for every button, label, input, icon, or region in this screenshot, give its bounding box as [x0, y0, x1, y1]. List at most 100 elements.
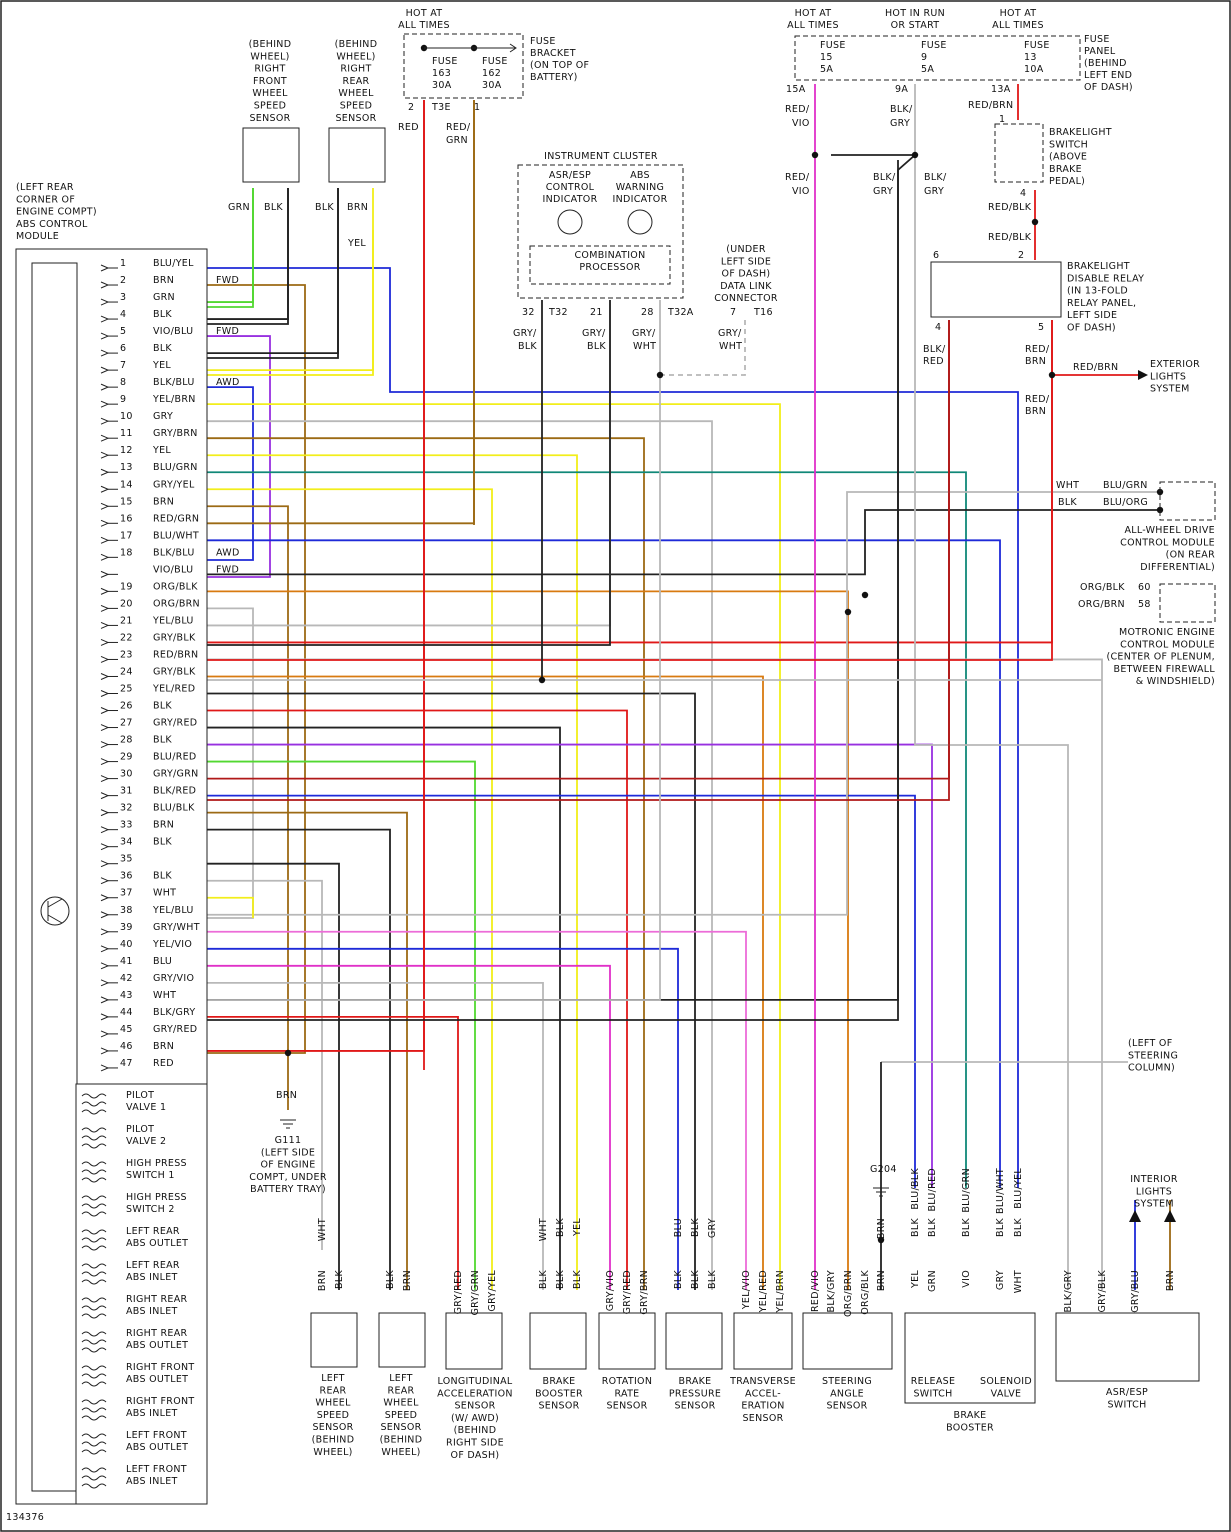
pin-number: 35 — [120, 854, 133, 865]
valve-label: VALVE 1 — [126, 1102, 166, 1113]
pin-number: 8 — [120, 377, 126, 388]
wire-label: BLK — [264, 202, 283, 213]
component-label: RATE — [615, 1388, 640, 1399]
wire-label: BLK — [690, 1270, 701, 1289]
awd-module-label: DIFFERENTIAL) — [1140, 562, 1215, 573]
valve-coil-icon — [81, 1093, 107, 1115]
pin-wire-color: BLU/WHT — [153, 530, 199, 541]
component-label: VALVE — [991, 1388, 1022, 1399]
pin-wire-color: YEL/BLU — [152, 615, 194, 626]
component-label: SENSOR — [312, 1422, 353, 1433]
pin-wire-color: BLK — [153, 871, 172, 882]
hot-label: HOT IN RUN — [885, 8, 945, 19]
pin-number: 34 — [120, 837, 133, 848]
component-label: RIGHT SIDE — [446, 1438, 504, 1449]
valve-label: VALVE 2 — [126, 1136, 166, 1147]
awd-module-label: (ON REAR — [1166, 550, 1216, 561]
component-label: SWITCH — [913, 1388, 952, 1399]
steering-column-label: (LEFT OF — [1128, 1038, 1172, 1049]
rf-sensor-label: (BEHIND — [249, 39, 292, 50]
pin-wire — [118, 981, 544, 1290]
arrow-icon — [1129, 1210, 1176, 1222]
wire-label: GRY/ — [582, 328, 606, 339]
fuse-label: 163 — [432, 68, 451, 79]
pin-wire-color: GRY — [153, 411, 173, 422]
arrow-icon — [424, 43, 517, 53]
rr-sensor-label: RIGHT — [340, 64, 371, 75]
valve-label: LEFT REAR — [126, 1226, 180, 1237]
pin-wire — [118, 828, 391, 1290]
pin-wire-color: ORG/BRN — [153, 598, 200, 609]
component-label: (BEHIND — [380, 1435, 423, 1446]
wire-label: GRY/ — [513, 328, 537, 339]
wire-label: BRN — [347, 202, 368, 213]
instrument-cluster — [517, 164, 684, 299]
fuse-bracket-label: BATTERY) — [530, 72, 578, 83]
abs-indicator-label: ABS — [630, 170, 650, 181]
relay-label: OF DASH) — [1067, 323, 1116, 334]
pin-number: 4 — [120, 309, 126, 320]
wire-label: BRN — [1025, 356, 1046, 367]
pin-label: T32A — [667, 307, 694, 318]
wire-label: GRY — [924, 186, 944, 197]
wire-label: BRN — [1025, 406, 1046, 417]
pin-wire-color: GRY/RED — [153, 1024, 197, 1035]
led-icon — [557, 209, 583, 235]
component-label: WHEEL — [383, 1398, 419, 1409]
fuse-label: 13 — [1024, 52, 1037, 63]
wire-label: BLK/ — [873, 172, 896, 183]
pin-number: 45 — [120, 1024, 133, 1035]
valve-coil-icon — [81, 1433, 107, 1455]
pin-note: AWD — [216, 547, 240, 558]
hot-label: ALL TIMES — [992, 20, 1044, 31]
component-label: TRANSVERSE — [729, 1376, 796, 1387]
interior-label: LIGHTS — [1136, 1186, 1172, 1197]
dlc-label: LEFT SIDE — [721, 256, 771, 267]
wire-label: RED — [923, 356, 944, 367]
component-box — [1055, 1312, 1200, 1382]
valve-label: ABS INLET — [126, 1408, 178, 1419]
pin-wire — [118, 675, 764, 1290]
valve-label: ABS INLET — [126, 1476, 178, 1487]
pin-wire-color: BLK/BLU — [153, 377, 195, 388]
splice-dot — [284, 1049, 292, 1057]
component-label: SOLENOID — [980, 1376, 1032, 1387]
component-label: LONGITUDINAL — [437, 1376, 512, 1387]
pin-wire — [118, 509, 1160, 576]
pin-label: 21 — [590, 307, 603, 318]
pin-number: 7 — [120, 360, 126, 371]
pin-wire — [118, 947, 679, 1290]
pin-label: T3E — [431, 102, 451, 113]
valve-label: ABS OUTLET — [126, 1340, 188, 1351]
splice-dot — [1031, 218, 1039, 226]
wire-label: BLU/ORG — [1103, 497, 1148, 508]
pin-number: 9 — [120, 394, 126, 405]
pin-label: 28 — [641, 307, 654, 318]
valve-label: HIGH PRESS — [126, 1192, 187, 1203]
motronic-label: MOTRONIC ENGINE — [1119, 627, 1215, 638]
component-box — [378, 1312, 426, 1368]
valve-coil-icon — [81, 1467, 107, 1489]
component-label: SPEED — [317, 1410, 350, 1421]
pin-number: 44 — [120, 1007, 133, 1018]
wire-label: WHT — [317, 1218, 328, 1241]
component-label: RELEASE — [911, 1376, 956, 1387]
pin-number: 18 — [120, 547, 133, 558]
wires-layer — [118, 84, 1171, 1290]
wire-label: GRN — [228, 202, 250, 213]
pin-label: 1 — [474, 102, 480, 113]
wire-label: GRY/ — [632, 328, 656, 339]
component-label: BOOSTER — [946, 1422, 994, 1433]
pin-wire — [118, 403, 781, 1290]
pin-number: 46 — [120, 1041, 133, 1052]
wire-label: BLK — [690, 1218, 701, 1237]
awd-module-label: CONTROL MODULE — [1120, 537, 1215, 548]
component-label: PRESSURE — [669, 1388, 721, 1399]
valve-label: PILOT — [126, 1090, 154, 1101]
component-label: STEERING — [822, 1376, 872, 1387]
wire-label: BLU/GRN — [1103, 480, 1148, 491]
motronic-label: CONTROL MODULE — [1120, 639, 1215, 650]
fuse-label: 15 — [820, 52, 833, 63]
wire-label: RED/VIO — [810, 1270, 821, 1312]
